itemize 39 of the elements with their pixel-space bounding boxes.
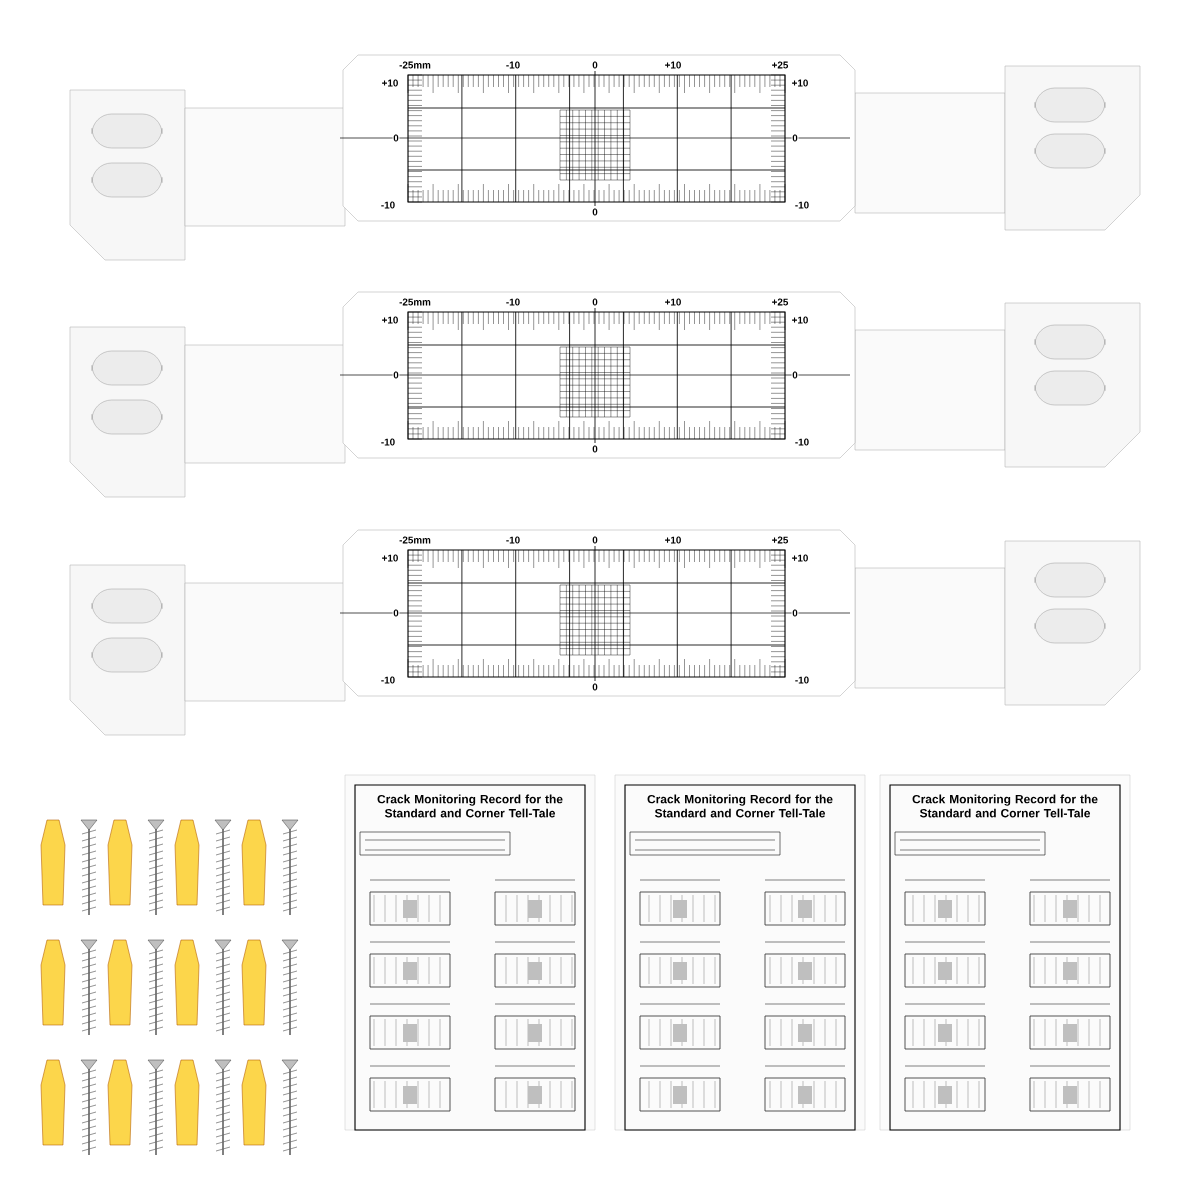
scale-label: -10 xyxy=(505,60,521,70)
scale-label: +10 xyxy=(380,315,400,325)
scale-label: +25 xyxy=(770,297,790,307)
scale-label: 0 xyxy=(591,297,599,307)
scale-label: 0 xyxy=(591,207,599,217)
scale-label: -10 xyxy=(505,297,521,307)
scale-label: 0 xyxy=(591,60,599,70)
scale-label: +25 xyxy=(770,60,790,70)
scale-label: 0 xyxy=(591,535,599,545)
scale-label: +25 xyxy=(770,535,790,545)
sheet-title: Crack Monitoring Record for the Standard and Corner Tell-Tale xyxy=(912,794,1098,818)
scale-label: -10 xyxy=(505,535,521,545)
scale-label: -10 xyxy=(794,437,810,447)
scale-label: 0 xyxy=(392,133,400,143)
scale-label: +10 xyxy=(663,60,683,70)
scale-label: 0 xyxy=(591,444,599,454)
scale-label: +10 xyxy=(790,78,810,88)
sheet-title: Crack Monitoring Record for the Standard and Corner Tell-Tale xyxy=(377,794,563,818)
sheet-title: Crack Monitoring Record for the Standard and Corner Tell-Tale xyxy=(647,794,833,818)
scale-label: -10 xyxy=(380,437,396,447)
scale-label: 0 xyxy=(591,682,599,692)
scale-label: -10 xyxy=(380,200,396,210)
scale-label: 0 xyxy=(791,608,799,618)
scale-label: -25mm xyxy=(398,535,432,545)
scale-label: -10 xyxy=(794,200,810,210)
scale-label: +10 xyxy=(663,297,683,307)
scale-label: +10 xyxy=(380,553,400,563)
scale-label: 0 xyxy=(791,133,799,143)
scale-label: +10 xyxy=(663,535,683,545)
scale-label: 0 xyxy=(392,608,400,618)
scale-label: +10 xyxy=(790,315,810,325)
scale-label: -10 xyxy=(380,675,396,685)
scale-label: 0 xyxy=(392,370,400,380)
scale-label: -25mm xyxy=(398,297,432,307)
scale-label: +10 xyxy=(790,553,810,563)
scale-label: -25mm xyxy=(398,60,432,70)
scale-label: -10 xyxy=(794,675,810,685)
scale-label: 0 xyxy=(791,370,799,380)
scale-label: +10 xyxy=(380,78,400,88)
